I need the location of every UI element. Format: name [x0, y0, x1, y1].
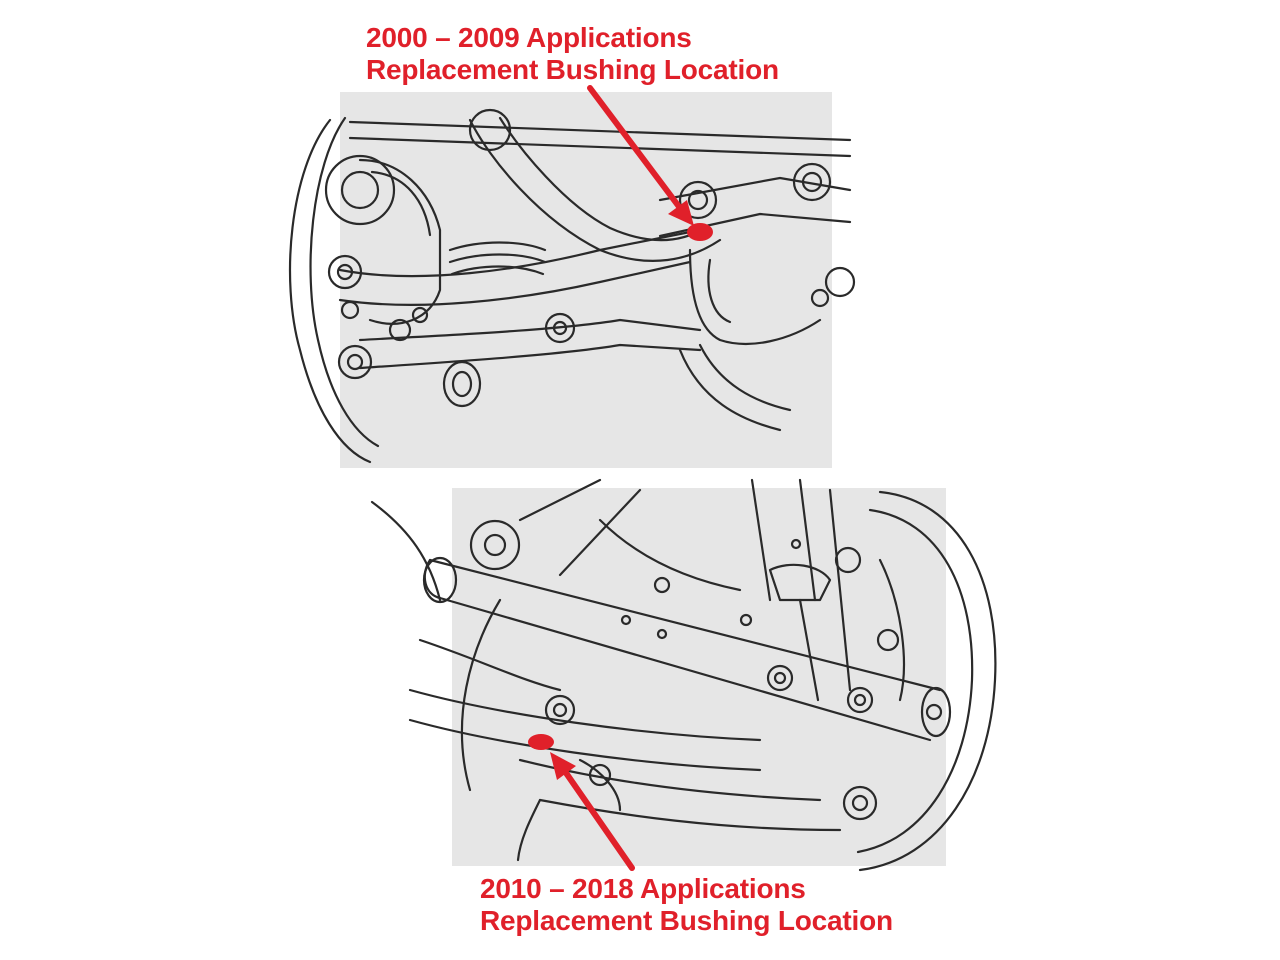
top-diagram-panel [340, 92, 832, 468]
bushing-highlights [528, 223, 713, 750]
arrow-top [587, 85, 694, 226]
callout-label-bottom: 2010 – 2018 Applications Replacement Bus… [480, 873, 893, 937]
arrow-bottom [550, 752, 635, 871]
callout-top-line2: Replacement Bushing Location [366, 54, 779, 85]
bottom-suspension-drawing [370, 478, 997, 872]
bushing-highlight-top [687, 223, 713, 241]
callout-bottom-line2: Replacement Bushing Location [480, 905, 893, 936]
bottom-diagram-panel [452, 488, 946, 866]
callout-bottom-line1: 2010 – 2018 Applications [480, 873, 806, 904]
top-suspension-drawing [288, 108, 856, 464]
callout-arrows [550, 85, 694, 871]
callout-label-top: 2000 – 2009 Applications Replacement Bus… [366, 22, 779, 86]
bushing-highlight-bottom [528, 734, 554, 750]
callout-top-line1: 2000 – 2009 Applications [366, 22, 692, 53]
